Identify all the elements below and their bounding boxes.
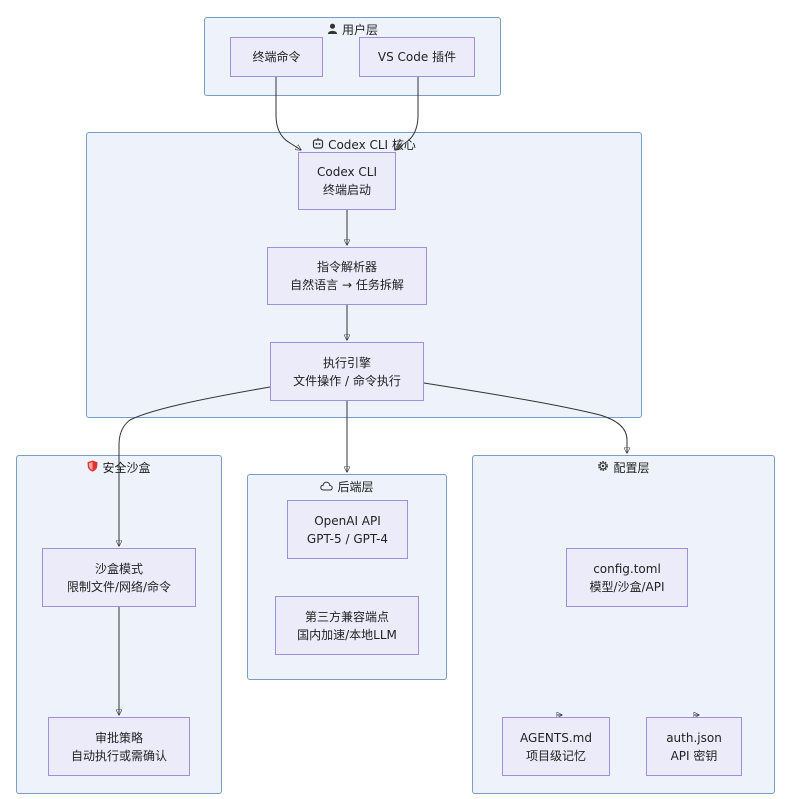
gear-icon xyxy=(597,460,609,475)
node-codex-cli-line2: 终端启动 xyxy=(322,183,371,197)
node-sandbox-mode: 沙盒模式 限制文件/网络/命令 xyxy=(42,548,196,607)
robot-icon xyxy=(312,137,324,152)
node-codex-cli-line1: Codex CLI xyxy=(316,165,378,179)
node-auth-json-line2: API 密钥 xyxy=(670,748,718,763)
node-vscode-plugin-line1: VS Code 插件 xyxy=(377,50,457,64)
shield-icon xyxy=(87,460,98,475)
group-security-sandbox-title: 安全沙盒 xyxy=(17,459,221,476)
node-codex-cli: Codex CLI 终端启动 xyxy=(298,152,396,210)
group-user-layer-title: 用户层 xyxy=(205,21,500,38)
node-config-toml-line1: config.toml xyxy=(593,561,661,576)
group-backend-layer-title: 后端层 xyxy=(248,478,446,495)
node-third-party-endpoint-line2: 国内加速/本地LLM xyxy=(297,627,397,642)
node-execution-engine-line2: 文件操作 / 命令执行 xyxy=(293,373,401,388)
node-openai-api: OpenAI API GPT-5 / GPT-4 xyxy=(287,500,408,559)
node-openai-api-line2: GPT-5 / GPT-4 xyxy=(306,531,389,546)
node-agents-md: AGENTS.md 项目级记忆 xyxy=(502,717,610,776)
node-sandbox-mode-line1: 沙盒模式 xyxy=(94,561,143,576)
node-approval-policy-line2: 自动执行或需确认 xyxy=(70,748,167,763)
node-instruction-parser-line1: 指令解析器 xyxy=(316,260,377,274)
node-vscode-plugin: VS Code 插件 xyxy=(359,37,475,77)
node-terminal-command: 终端命令 xyxy=(230,37,323,77)
node-sandbox-mode-line2: 限制文件/网络/命令 xyxy=(66,579,172,594)
person-icon xyxy=(327,23,338,37)
node-execution-engine: 执行引擎 文件操作 / 命令执行 xyxy=(270,342,424,401)
node-third-party-endpoint: 第三方兼容端点 国内加速/本地LLM xyxy=(275,596,419,655)
node-openai-api-line1: OpenAI API xyxy=(314,513,381,528)
node-approval-policy-line1: 审批策略 xyxy=(94,730,143,745)
group-config-layer-title: 配置层 xyxy=(473,459,774,476)
node-config-toml-line2: 模型/沙盒/API xyxy=(589,579,665,594)
node-instruction-parser: 指令解析器 自然语言 → 任务拆解 xyxy=(267,247,427,305)
node-terminal-command-line1: 终端命令 xyxy=(252,50,301,64)
node-agents-md-line1: AGENTS.md xyxy=(520,730,592,745)
node-execution-engine-line1: 执行引擎 xyxy=(322,355,371,370)
node-auth-json-line1: auth.json xyxy=(666,730,722,745)
node-third-party-endpoint-line1: 第三方兼容端点 xyxy=(304,609,389,624)
node-agents-md-line2: 项目级记忆 xyxy=(525,748,586,763)
group-codex-core-title: Codex CLI 核心 xyxy=(87,136,641,153)
cloud-icon xyxy=(320,481,334,494)
node-instruction-parser-line2: 自然语言 → 任务拆解 xyxy=(290,278,404,292)
node-approval-policy: 审批策略 自动执行或需确认 xyxy=(48,717,190,776)
node-auth-json: auth.json API 密钥 xyxy=(646,717,742,776)
node-config-toml: config.toml 模型/沙盒/API xyxy=(566,548,688,607)
